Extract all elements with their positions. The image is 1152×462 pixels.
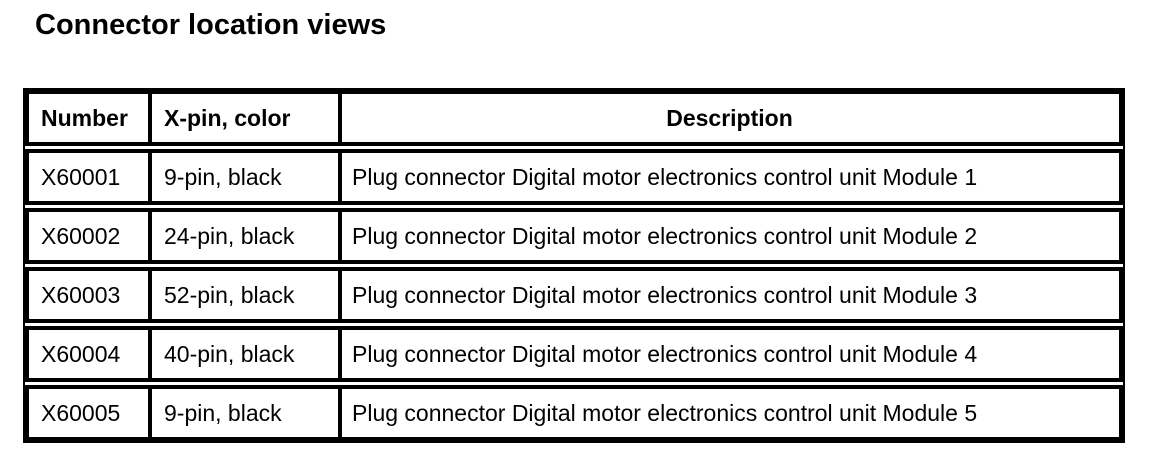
table-header-row: Number X-pin, color Description: [25, 90, 1123, 146]
column-header-number: Number: [41, 105, 128, 131]
cell-description: Plug connector Digital motor electronics…: [338, 212, 1119, 260]
cell-description: Plug connector Digital motor electronics…: [338, 271, 1119, 319]
column-header-description: Description: [338, 94, 1119, 142]
cell-pin-color: 9-pin, black: [148, 153, 338, 201]
column-header-xpin-color: X-pin, color: [148, 94, 338, 142]
cell-description: Plug connector Digital motor electronics…: [338, 330, 1119, 378]
table-row: X60001 9-pin, black Plug connector Digit…: [25, 149, 1123, 205]
cell-connector-number: X60004: [41, 341, 121, 367]
cell-connector-number: X60001: [41, 164, 121, 190]
page-title: Connector location views: [35, 9, 387, 41]
cell-pin-color: 9-pin, black: [148, 389, 338, 437]
connector-location-table: Number X-pin, color Description X60001 9…: [23, 88, 1125, 443]
cell-description: Plug connector Digital motor electronics…: [338, 389, 1119, 437]
table-row: X60003 52-pin, black Plug connector Digi…: [25, 267, 1123, 323]
cell-connector-number: X60002: [41, 223, 121, 249]
cell-connector-number: X60003: [41, 282, 121, 308]
table-row: X60005 9-pin, black Plug connector Digit…: [25, 385, 1123, 441]
cell-pin-color: 40-pin, black: [148, 330, 338, 378]
cell-pin-color: 24-pin, black: [148, 212, 338, 260]
cell-description: Plug connector Digital motor electronics…: [338, 153, 1119, 201]
table-row: X60002 24-pin, black Plug connector Digi…: [25, 208, 1123, 264]
table-row: X60004 40-pin, black Plug connector Digi…: [25, 326, 1123, 382]
cell-pin-color: 52-pin, black: [148, 271, 338, 319]
cell-connector-number: X60005: [41, 400, 121, 426]
